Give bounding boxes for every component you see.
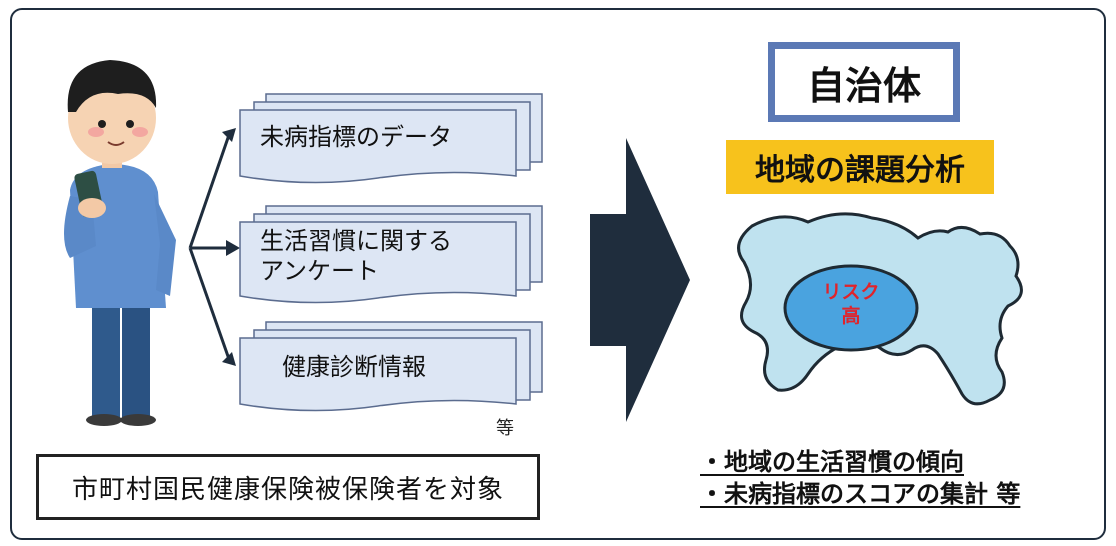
finding-item: ・地域の生活習慣の傾向 (700, 448, 964, 476)
regional-analysis-title: 地域の課題分析 (726, 140, 994, 194)
branch-arrows-icon (188, 128, 240, 366)
document-stack-1 (239, 93, 543, 184)
finding-item: ・未病指標のスコアの集計 等 (700, 480, 1021, 508)
document-stack-2 (239, 205, 543, 304)
risk-label-line1: リスク (822, 281, 880, 303)
big-right-arrow-icon (590, 138, 690, 422)
person-with-smartphone-icon (64, 60, 176, 426)
document-stack-3 (239, 321, 543, 412)
findings-list: ・地域の生活習慣の傾向 ・未病指標のスコアの集計 等 (700, 446, 1100, 510)
municipality-header: 自治体 (768, 42, 960, 122)
high-risk-label: リスク 高 (796, 280, 906, 328)
etc-note: 等 (496, 418, 514, 439)
doc-label-lifestyle-survey-line1: 生活習慣に関する (260, 227, 452, 255)
diagram-frame (10, 8, 1106, 540)
doc-label-health-checkup: 健康診断情報 (282, 353, 426, 381)
target-population-box: 市町村国民健康保険被保険者を対象 (36, 454, 540, 520)
kanagawa-map-icon (737, 212, 1023, 406)
doc-label-mibyo-data: 未病指標のデータ (260, 123, 452, 151)
risk-label-line2: 高 (841, 305, 861, 327)
doc-label-lifestyle-survey-line2: アンケート (260, 257, 380, 285)
